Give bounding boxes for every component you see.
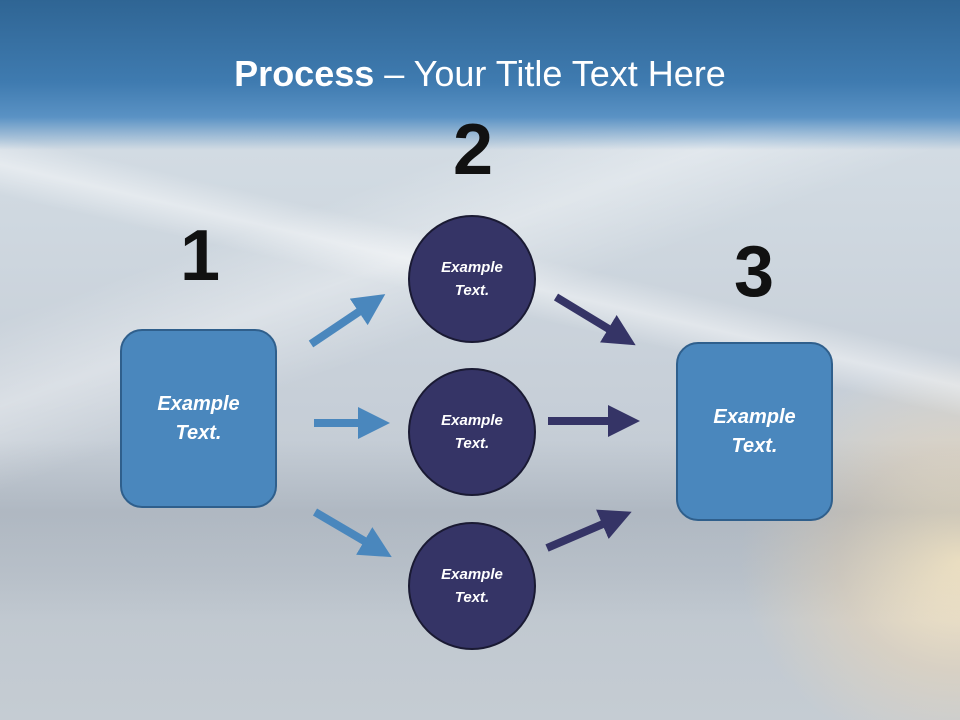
step-2-circle-middle[interactable]: Example Text. [408, 368, 536, 496]
circle-middle-text: Example Text. [441, 412, 503, 452]
arrow-down-right-dark [553, 293, 636, 346]
step-2-circle-top[interactable]: Example Text. [408, 215, 536, 343]
arrow-up-right-dark [545, 509, 632, 552]
step-1-box-text: Example Text. [157, 392, 240, 444]
title-bold: Process [234, 53, 375, 94]
arrow-up-right-light [308, 294, 386, 348]
step-2-circle-bottom[interactable]: Example Text. [408, 522, 536, 650]
step-1-box[interactable]: Example Text. [120, 329, 277, 508]
circle-top-text: Example Text. [441, 259, 503, 299]
step-3-box[interactable]: Example Text. [676, 342, 833, 521]
step-number-3[interactable]: 3 [733, 232, 775, 312]
step-3-box-text: Example Text. [713, 405, 796, 457]
step-number-2[interactable]: 2 [452, 110, 494, 190]
slide-title[interactable]: Process – Your Title Text Here [0, 52, 960, 96]
step-number-1[interactable]: 1 [179, 216, 221, 296]
title-rest: – Your Title Text Here [374, 53, 726, 94]
circle-bottom-text: Example Text. [441, 566, 503, 606]
arrow-down-right-light [312, 508, 392, 558]
title-band [0, 0, 960, 150]
